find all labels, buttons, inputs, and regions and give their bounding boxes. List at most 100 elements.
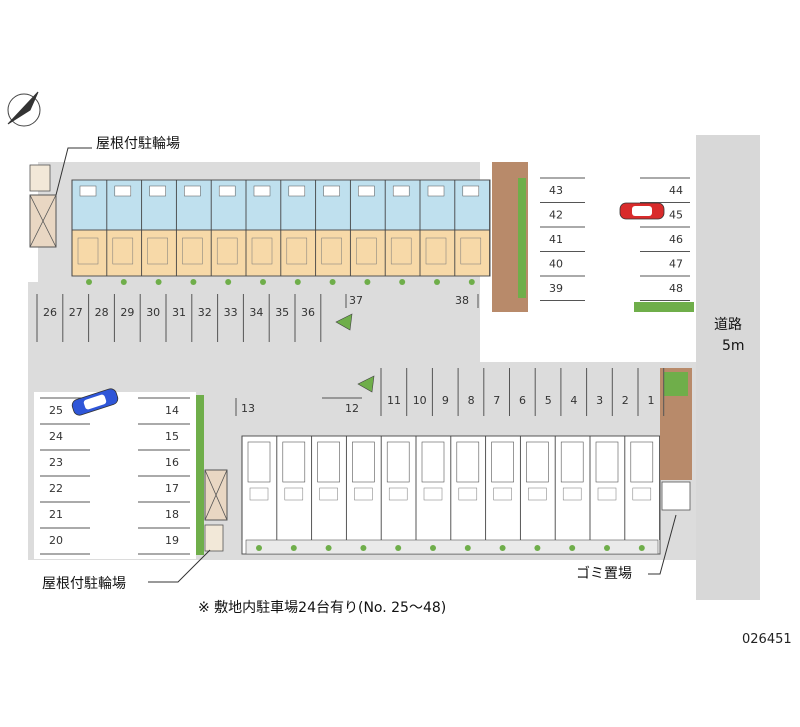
slot-number: 29 xyxy=(120,306,134,319)
unit-fixture xyxy=(358,185,375,197)
slot-number: 26 xyxy=(43,306,57,319)
slot-number: 34 xyxy=(249,306,263,319)
unit-fixture xyxy=(114,185,132,197)
red-car-icon xyxy=(619,202,665,220)
slot-number: 3 xyxy=(596,394,603,407)
unit-fixture xyxy=(562,487,582,501)
unit-room xyxy=(247,441,271,483)
building-top xyxy=(71,179,491,285)
unit-fixture xyxy=(493,487,512,501)
slot-number: 19 xyxy=(165,534,179,547)
garbage-label: ゴミ置場 xyxy=(576,565,632,582)
slot-number: 13 xyxy=(241,402,255,415)
callout-line-garbage xyxy=(648,514,677,575)
shrub xyxy=(399,279,406,285)
unit-fixture xyxy=(184,185,201,197)
slot-number: 47 xyxy=(669,258,683,271)
shrub xyxy=(534,545,541,551)
shrub xyxy=(360,545,367,551)
slot-number: 30 xyxy=(146,306,160,319)
unit-fixture xyxy=(427,185,445,197)
shrub xyxy=(225,279,232,285)
unit-fixture xyxy=(218,185,236,197)
slot-number: 12 xyxy=(345,402,359,415)
shrub xyxy=(155,279,162,285)
slot-number: 31 xyxy=(172,306,186,319)
slot-number: 14 xyxy=(165,404,179,417)
shrub xyxy=(499,545,506,551)
slot-number: 36 xyxy=(301,306,315,319)
slot-number: 9 xyxy=(442,394,449,407)
unit-room xyxy=(390,237,412,265)
shrub xyxy=(434,279,440,285)
callout-line-bottom xyxy=(148,549,211,583)
unit-room xyxy=(491,441,514,483)
shrub xyxy=(190,279,197,285)
bike-parking-bottom-label: 屋根付駐輪場 xyxy=(42,575,126,592)
slot-number: 42 xyxy=(549,209,563,222)
slot-number: 24 xyxy=(49,430,63,443)
slot-number: 16 xyxy=(165,456,179,469)
unit-room xyxy=(182,237,203,265)
unit-fixture xyxy=(528,487,547,501)
slot-number: 11 xyxy=(387,394,401,407)
slot-number: 1 xyxy=(648,394,655,407)
slot-number: 46 xyxy=(669,233,683,246)
shrub xyxy=(638,545,645,551)
shrub xyxy=(569,545,576,551)
unit-room xyxy=(386,441,410,483)
unit-room xyxy=(421,441,445,483)
road xyxy=(696,135,760,600)
unit-room xyxy=(77,237,99,265)
unit-room xyxy=(216,237,238,265)
slot-number: 23 xyxy=(49,456,63,469)
road-width-label: 5m xyxy=(722,338,745,354)
shrub xyxy=(256,545,262,551)
garbage-area xyxy=(661,481,691,511)
unit-fixture xyxy=(388,487,408,501)
slot-number: 8 xyxy=(468,394,475,407)
hedge xyxy=(518,178,526,298)
compass-icon xyxy=(7,91,41,127)
slot-number: 21 xyxy=(49,508,63,521)
slot-number: 48 xyxy=(669,282,683,295)
unit-room xyxy=(251,237,273,265)
unit-fixture xyxy=(423,487,443,501)
unit-fixture xyxy=(632,487,652,501)
shrub xyxy=(290,545,297,551)
callout-line-top xyxy=(55,147,92,196)
unit-room xyxy=(526,441,549,483)
slot-number: 40 xyxy=(549,258,563,271)
parking-slot-lines xyxy=(36,177,690,555)
hedge xyxy=(196,395,204,555)
lot-mid-aisle xyxy=(196,392,656,430)
unit-room xyxy=(595,441,619,483)
slot-number: 41 xyxy=(549,233,563,246)
shrub xyxy=(325,545,332,551)
slot-number: 20 xyxy=(49,534,63,547)
planter xyxy=(634,302,694,312)
slot-number: 5 xyxy=(545,394,552,407)
shrub xyxy=(464,545,471,551)
slot-number: 32 xyxy=(198,306,212,319)
slot-number: 4 xyxy=(570,394,577,407)
unit-fixture xyxy=(458,487,478,501)
unit-room xyxy=(317,441,340,483)
unit-fixture xyxy=(597,487,617,501)
unit-fixture xyxy=(253,185,271,197)
slot-number: 6 xyxy=(519,394,526,407)
bike-parking-top-label: 屋根付駐輪場 xyxy=(96,135,180,152)
unit-room xyxy=(282,441,306,483)
unit-room xyxy=(425,237,447,265)
slot-number: 17 xyxy=(165,482,179,495)
slot-number: 38 xyxy=(455,294,469,307)
slot-number: 22 xyxy=(49,482,63,495)
slot-number: 39 xyxy=(549,282,563,295)
shrub xyxy=(364,279,371,285)
unit-fixture xyxy=(354,487,373,501)
unit-fixture xyxy=(462,185,480,197)
parking-note: ※ 敷地内駐車場24台有り(No. 25～48) xyxy=(198,599,446,616)
